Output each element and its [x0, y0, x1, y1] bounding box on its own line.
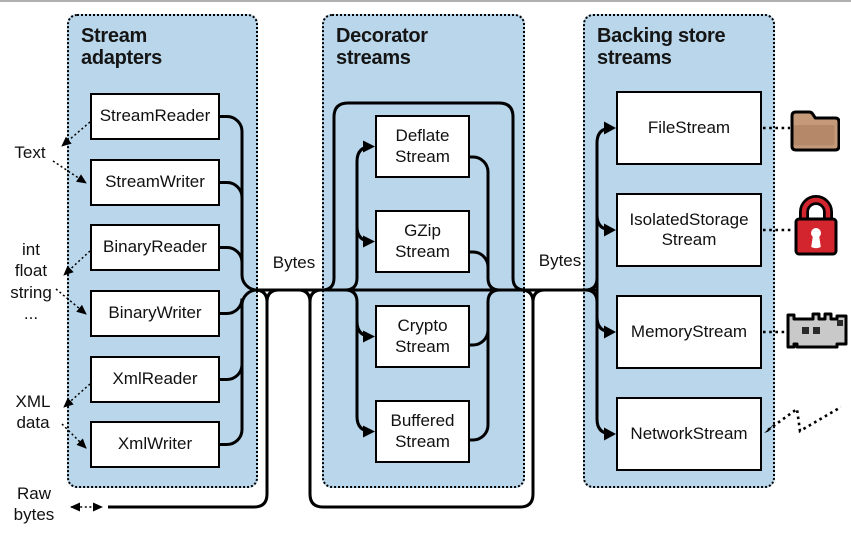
label-xml-data: XML data	[15, 392, 51, 433]
box-streamreader: StreamReader	[90, 93, 220, 140]
box-networkstream: NetworkStream	[616, 397, 762, 471]
label-text: Text	[14, 143, 46, 162]
memory-chip-icon	[785, 305, 849, 362]
box-streamwriter: StreamWriter	[90, 159, 220, 206]
folder-icon	[788, 100, 841, 161]
box-binaryreader: BinaryReader	[90, 224, 220, 271]
box-filestream: FileStream	[616, 91, 762, 165]
label-primitives: int float string ...	[10, 240, 52, 324]
top-divider	[0, 0, 851, 2]
box-isolatedstoragestream: IsolatedStorage Stream	[616, 193, 762, 267]
panel-title-decorator-streams: Decorator streams	[336, 25, 428, 70]
label-bytes-right: Bytes	[538, 251, 582, 270]
box-xmlwriter: XmlWriter	[90, 421, 220, 468]
box-xmlreader: XmlReader	[90, 356, 220, 403]
box-deflatestream: Deflate Stream	[375, 115, 470, 178]
padlock-icon	[793, 189, 839, 264]
panel-title-backing-store-streams: Backing store streams	[597, 25, 726, 70]
label-bytes-left: Bytes	[272, 253, 316, 272]
label-raw-bytes: Raw bytes	[13, 484, 55, 525]
box-bufferedstream: Buffered Stream	[375, 400, 470, 463]
box-memorystream: MemoryStream	[616, 295, 762, 369]
box-gzipstream: GZip Stream	[375, 210, 470, 273]
box-cryptostream: Crypto Stream	[375, 305, 470, 368]
box-binarywriter: BinaryWriter	[90, 290, 220, 337]
panel-title-stream-adapters: Stream adapters	[81, 25, 162, 70]
